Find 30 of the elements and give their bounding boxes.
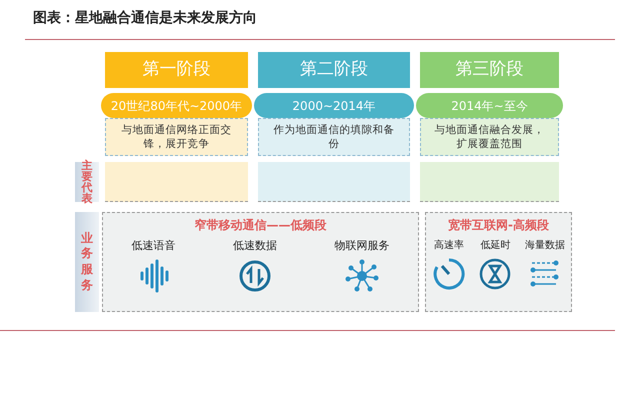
service-label: 高速率 [434,238,464,253]
service-panel [425,212,572,312]
row-header: 业务服务 [75,212,99,312]
service-label: 低速语音 [132,238,176,254]
stage-header: 第三阶段 [420,52,559,88]
service-item [132,238,176,292]
service-item [334,238,390,292]
service-label: 海量数据 [524,239,565,253]
panel-heading: 窄带移动通信——低频段 [194,217,328,234]
description-box: 与地面通信融合发展，扩展覆盖范围 [420,118,559,156]
service-item [478,238,512,291]
service-label: 低速数据 [232,238,277,254]
period-pill: 2014年~至今 [416,93,563,118]
description-box: 作为地面通信的填隙和备份 [258,118,410,156]
service-label: 低延时 [480,238,510,253]
panel-heading: 宽带互联网-高频段 [447,217,550,234]
service-panel [102,212,419,312]
period-pill: 20世纪80年代~2000年 [101,93,252,118]
description-box: 与地面通信网络正面交锋，展开竞争 [105,118,248,156]
service-item [432,238,466,291]
period-pill: 2000~2014年 [254,93,414,118]
column-band [258,162,410,202]
column-band [105,162,248,202]
chart-title: 图表：星地融合通信是未来发展方向 [33,8,257,28]
row-header: 主要代表 [75,162,99,202]
service-label: 物联网服务 [334,238,390,254]
service-item [232,238,277,292]
column-band [420,162,559,202]
stage-header: 第一阶段 [105,52,248,88]
stage-header: 第二阶段 [258,52,410,88]
